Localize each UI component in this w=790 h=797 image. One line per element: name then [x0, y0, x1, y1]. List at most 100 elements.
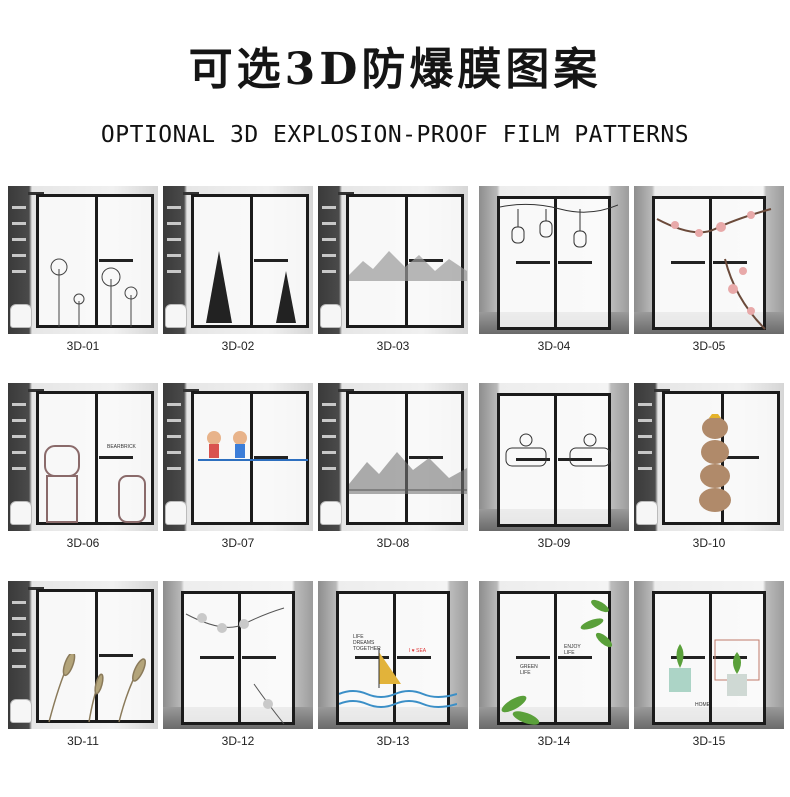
flowering-branch-pattern [184, 594, 302, 728]
pattern-code-label: 3D-14 [537, 734, 571, 748]
pattern-code-label: 3D-13 [376, 734, 410, 748]
pattern-code-label: 3D-04 [537, 339, 571, 353]
wall-shelf [12, 206, 26, 209]
pattern-card[interactable]: 3D-07 [163, 383, 313, 555]
sliding-door [652, 196, 772, 330]
wall-shelf [638, 451, 652, 454]
wall-shelf [12, 403, 26, 406]
shower-door-photo [163, 383, 313, 531]
door-handle [713, 656, 747, 659]
pattern-card[interactable]: 3D-09 [479, 383, 629, 555]
shower-door-photo [8, 581, 158, 729]
door-handle [397, 656, 431, 659]
door-handle [558, 656, 592, 659]
door-handle [409, 456, 443, 459]
sliding-door [346, 194, 467, 328]
pattern-text: ENJOY LIFE [564, 644, 581, 656]
shower-door-photo [163, 581, 313, 729]
door-handle [200, 656, 234, 659]
door-handle [254, 456, 288, 459]
toilet-icon [165, 304, 187, 328]
pattern-text: LIFE DREAMS TOGETHER [353, 634, 381, 652]
dandelion-flowers-pattern [39, 249, 157, 329]
door-handle [99, 259, 133, 262]
wall-shelf [167, 254, 181, 257]
wall-shelf [167, 238, 181, 241]
pattern-text: HOME [695, 702, 710, 708]
toilet-icon [320, 501, 342, 525]
toilet-icon [10, 501, 32, 525]
ink-landscape-pattern [349, 434, 467, 494]
showerhead-icon [654, 389, 670, 392]
pattern-card[interactable]: 3D-10 [634, 383, 784, 555]
wall-shelf [12, 665, 26, 668]
sliding-door [497, 196, 618, 330]
shower-door-photo [318, 186, 468, 334]
sliding-door [181, 591, 295, 725]
wall-shelf [167, 451, 181, 454]
sliding-door [191, 391, 309, 525]
pattern-text: I ♥ SEA [409, 648, 427, 654]
door-divider [709, 594, 712, 722]
wall-shelf [12, 451, 26, 454]
shower-door-photo [479, 186, 629, 334]
pattern-code-label: 3D-08 [376, 536, 410, 550]
pattern-card[interactable]: 3D-08 [318, 383, 468, 555]
door-handle [99, 456, 133, 459]
wall-shelf [167, 403, 181, 406]
wall-shelf [167, 206, 181, 209]
pattern-card[interactable]: 3D-12 [163, 581, 313, 753]
pattern-card[interactable]: 3D-03 [318, 186, 468, 358]
sliding-door [191, 194, 309, 328]
pattern-card[interactable]: 3D-04 [479, 186, 629, 358]
pattern-card[interactable]: LIFE DREAMS TOGETHER I ♥ SEA 3D-13 [318, 581, 468, 753]
sliding-door [662, 391, 780, 525]
door-divider [554, 594, 557, 722]
door-divider [709, 199, 712, 327]
toilet-icon [320, 304, 342, 328]
pattern-code-label: 3D-11 [67, 734, 99, 748]
wall-shelf [322, 435, 336, 438]
pattern-card[interactable]: 3D-02 [163, 186, 313, 358]
sliding-door [346, 391, 467, 525]
sailboat-sea-pattern [339, 634, 457, 714]
wall-shelf [322, 222, 336, 225]
door-handle [409, 259, 443, 262]
door-handle [671, 656, 705, 659]
showerhead-icon [338, 389, 354, 392]
wall-shelf [12, 222, 26, 225]
green-leaves-pattern [500, 594, 618, 728]
showerhead-icon [28, 389, 44, 392]
wall-shelf [167, 222, 181, 225]
shower-door-photo: BEARBRICK [8, 383, 158, 531]
door-divider [554, 199, 557, 327]
door-divider [95, 394, 98, 522]
pattern-code-label: 3D-03 [376, 339, 410, 353]
cartoon-bath-pattern [500, 426, 618, 486]
door-handle [242, 656, 276, 659]
door-handle [713, 261, 747, 264]
shower-door-photo [8, 186, 158, 334]
pattern-code-label: 3D-07 [221, 536, 255, 550]
wall-shelf [322, 270, 336, 273]
page-subtitle: OPTIONAL 3D EXPLOSION-PROOF FILM PATTERN… [100, 122, 690, 148]
pattern-card[interactable]: 3D-01 [8, 186, 158, 358]
page-title: 可选3D防爆膜图案 [188, 44, 602, 95]
door-handle [725, 456, 759, 459]
wall-shelf [638, 467, 652, 470]
wall-shelf [322, 467, 336, 470]
wall-shelf [167, 467, 181, 470]
door-handle [516, 261, 550, 264]
door-handle [558, 458, 592, 461]
shower-door-photo [163, 186, 313, 334]
wall-shelf [12, 419, 26, 422]
door-divider [554, 396, 557, 524]
pattern-card[interactable]: 3D-05 [634, 186, 784, 358]
pattern-card[interactable]: 3D-11 [8, 581, 158, 753]
wall-shelf [12, 467, 26, 470]
